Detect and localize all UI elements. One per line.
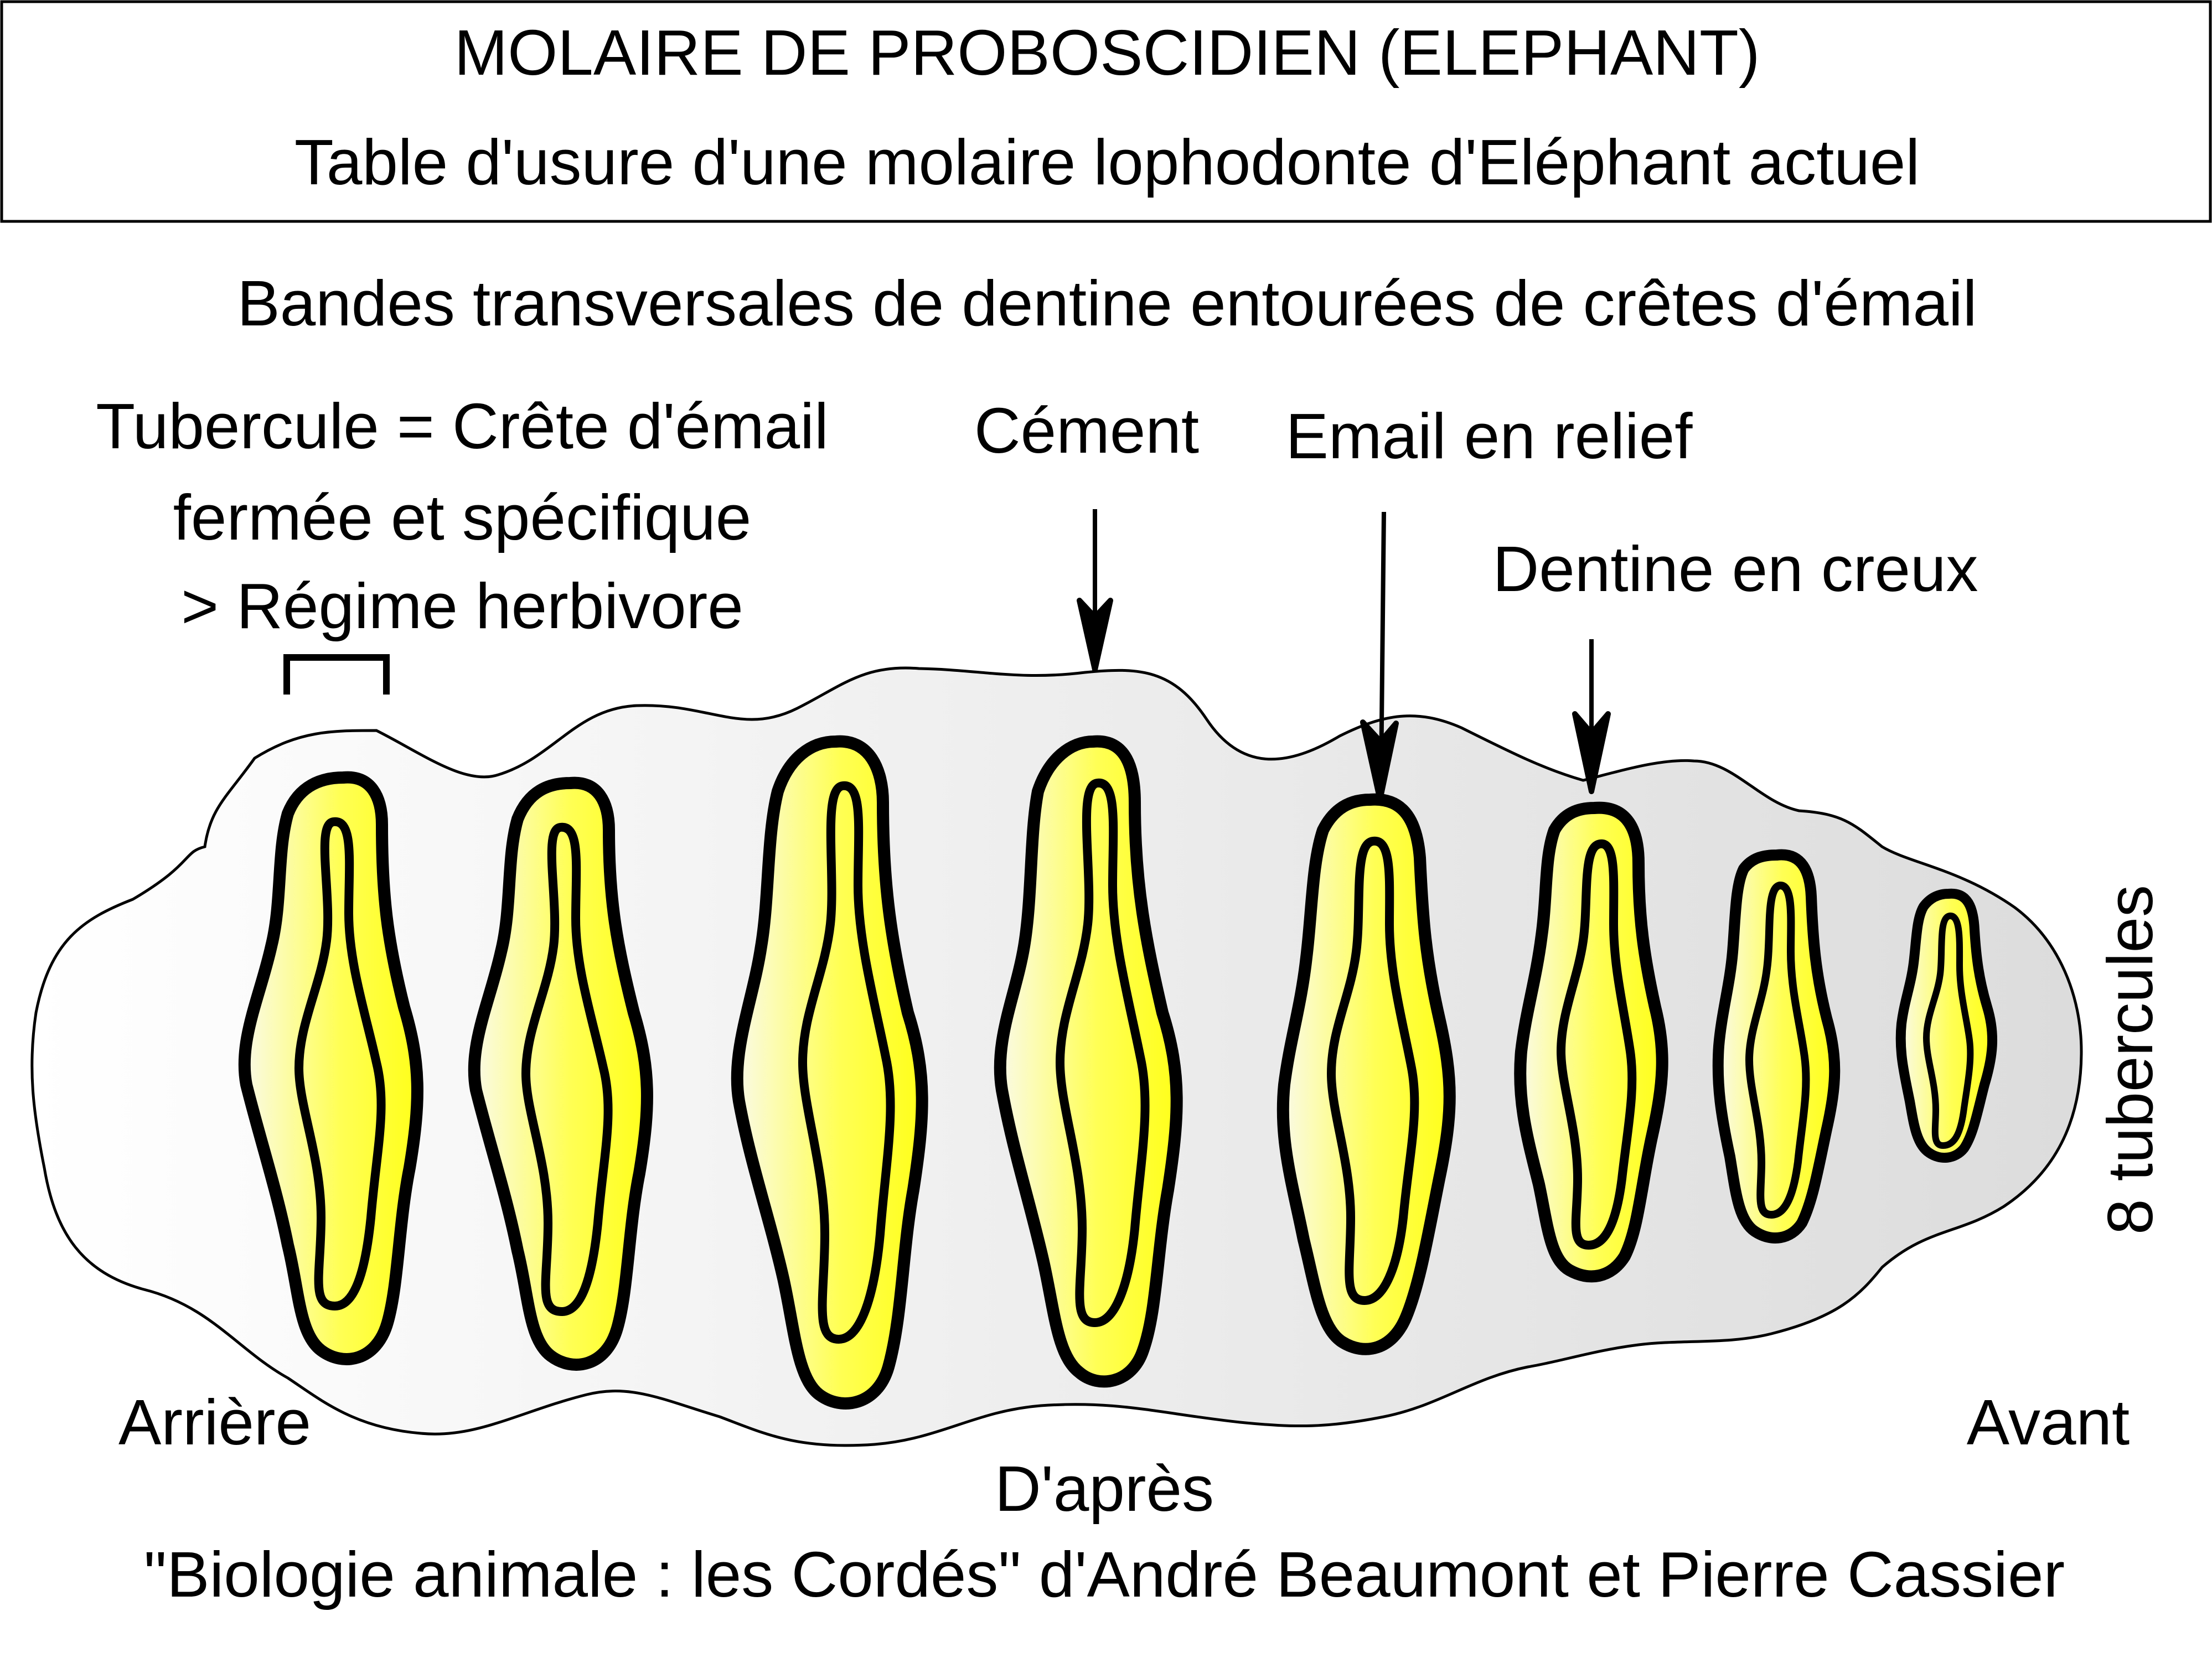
tubercle-6: [1514, 801, 1668, 1283]
email-relief-arrow: [1360, 511, 1399, 802]
tubercule-label-line2: fermée et spécifique: [173, 481, 752, 553]
header-subtitle: Table d'usure d'une molaire lophodonte d…: [294, 126, 1920, 198]
tubercle-5: [1276, 793, 1456, 1355]
tubercle-8: [1895, 888, 1998, 1163]
source-line1: D'après: [995, 1453, 1214, 1525]
tubercle-1: [238, 771, 423, 1365]
tubercule-label-line3: > Régime herbivore: [181, 570, 743, 642]
header-title: MOLAIRE DE PROBOSCIDIEN (ELEPHANT): [454, 17, 1760, 89]
arriere-label: Arrière: [118, 1386, 311, 1458]
bandes-label: Bandes transversales de dentine entourée…: [237, 267, 1977, 339]
cement-arrow: [1077, 509, 1113, 672]
tubercle-7: [1712, 849, 1841, 1244]
source-line2: "Biologie animale : les Cordés" d'André …: [144, 1538, 2065, 1610]
avant-label: Avant: [1967, 1386, 2130, 1458]
cement-label: Cément: [974, 395, 1199, 467]
tubercule-bracket: [283, 654, 390, 695]
tubercules-count-label: 8 tubercules: [2094, 885, 2166, 1235]
dentine-creux-label: Dentine en creux: [1493, 533, 1978, 605]
email-relief-label: Email en relief: [1286, 400, 1693, 472]
tubercle-3: [731, 735, 928, 1410]
header-box: [0, 0, 2212, 223]
tubercle-4: [994, 735, 1183, 1388]
tubercule-label-line1: Tubercule = Crête d'émail: [96, 390, 828, 462]
tubercle-2: [468, 776, 653, 1371]
dentine-creux-arrow: [1572, 639, 1611, 794]
